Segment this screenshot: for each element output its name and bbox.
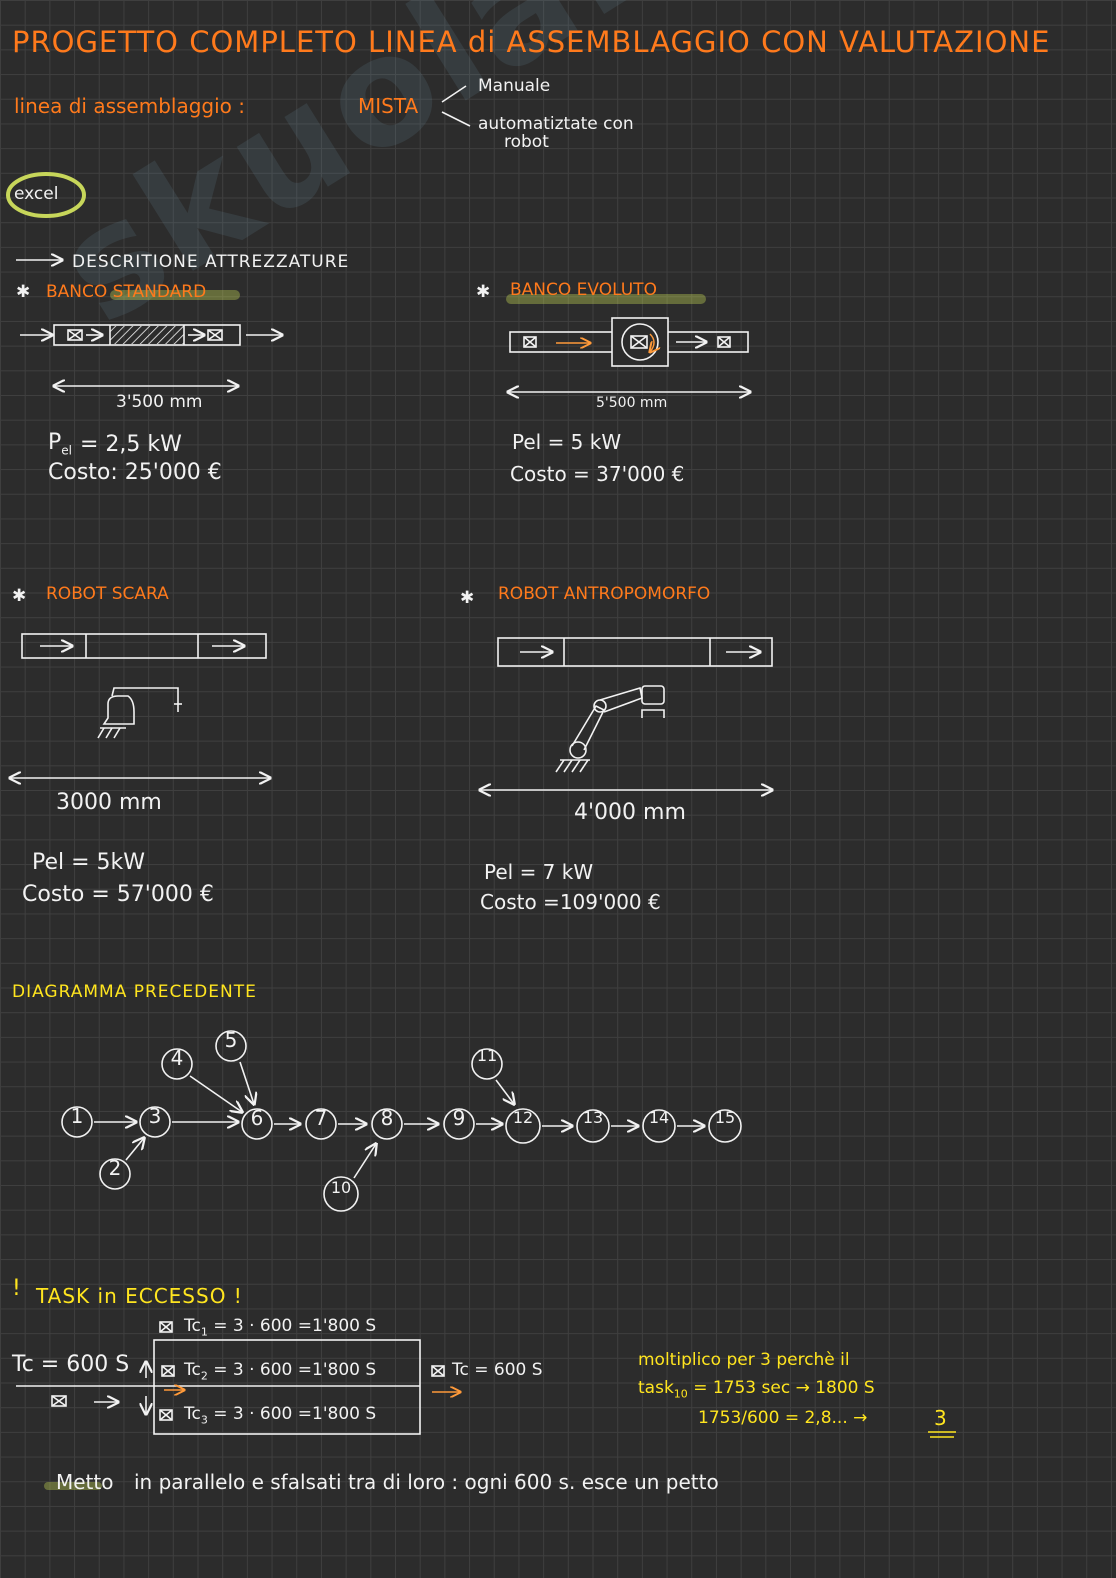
banco-standard-cost: Costo: 25'000 € — [48, 460, 222, 485]
diagram-node-8: 8 — [380, 1106, 394, 1130]
robot-scara-power: Pel = 5kW — [32, 850, 146, 875]
diagram-node-13: 13 — [582, 1108, 604, 1127]
tc-row-2: Tc2 = 3 · 600 =1'800 S — [184, 1360, 377, 1383]
note-line-2: task10 = 1753 sec → 1800 S — [638, 1378, 875, 1401]
branch-auto-robot: robot — [504, 132, 549, 152]
highlight-metto — [44, 1482, 102, 1490]
robot-scara-cost: Costo = 57'000 € — [22, 882, 214, 907]
branch-manual: Manuale — [478, 76, 551, 96]
line-type: MISTA — [358, 94, 419, 118]
tc-out: Tc = 600 S — [452, 1360, 543, 1380]
diagram-node-6: 6 — [250, 1106, 264, 1130]
diagram-node-1: 1 — [70, 1104, 84, 1128]
banco-evoluto-length: 5'500 mm — [596, 395, 668, 411]
footer-sentence: in parallelo e sfalsati tra di loro : og… — [134, 1470, 719, 1494]
banco-standard-length: 3'500 mm — [116, 392, 203, 412]
diagram-node-7: 7 — [314, 1106, 328, 1130]
robot-antropomorfo-length: 4'000 mm — [574, 800, 686, 825]
note-line-1: moltiplico per 3 perchè il — [638, 1350, 850, 1370]
highlight-banco-evoluto — [506, 294, 706, 304]
diagram-node-2: 2 — [108, 1156, 122, 1180]
asterisk-icon: ✱ — [476, 282, 491, 302]
diagram-node-10: 10 — [330, 1178, 352, 1197]
asterisk-icon: ✱ — [16, 282, 31, 302]
branch-auto: automatiztate con — [478, 114, 634, 134]
note-line-3: 1753/600 = 2,8... → — [698, 1408, 868, 1428]
banco-evoluto-title: BANCO EVOLUTO — [510, 280, 657, 300]
banco-evoluto-cost: Costo = 37'000 € — [510, 462, 685, 486]
robot-antropomorfo-cost: Costo =109'000 € — [480, 890, 661, 914]
robot-scara-title: ROBOT SCARA — [46, 584, 169, 604]
footer-word-metto: Metto — [56, 1470, 114, 1494]
robot-scara-length: 3000 mm — [56, 790, 162, 815]
banco-standard-power-label: Pel — [48, 430, 72, 458]
excess-bang-icon: ! — [12, 1276, 21, 1301]
excel-badge: excel — [14, 184, 59, 204]
diagram-node-3: 3 — [148, 1104, 162, 1128]
tc-main: Tc = 600 S — [12, 1352, 130, 1377]
line-label: linea di assemblaggio : — [14, 94, 245, 118]
tc-row-3: Tc3 = 3 · 600 =1'800 S — [184, 1404, 377, 1427]
banco-standard-title: BANCO STANDARD — [46, 282, 207, 302]
diagram-node-5: 5 — [224, 1028, 238, 1052]
robot-antropomorfo-power: Pel = 7 kW — [484, 860, 594, 884]
descr-header: DESCRITIONE ATTREZZATURE — [72, 252, 350, 272]
diagram-node-9: 9 — [452, 1106, 466, 1130]
excess-title: TASK in ECCESSO ! — [36, 1284, 243, 1308]
tc-row-1: Tc1 = 3 · 600 =1'800 S — [184, 1316, 377, 1339]
asterisk-icon: ✱ — [460, 588, 475, 608]
banco-standard-power: = 2,5 kW — [80, 432, 182, 457]
note-result: 3 — [934, 1406, 947, 1430]
asterisk-icon: ✱ — [12, 586, 27, 606]
diagram-node-14: 14 — [648, 1108, 670, 1127]
diagram-title: DIAGRAMMA PRECEDENTE — [12, 982, 257, 1002]
highlight-banco-standard — [110, 290, 240, 300]
diagram-node-12: 12 — [512, 1108, 534, 1127]
robot-antropomorfo-title: ROBOT ANTROPOMORFO — [498, 584, 711, 604]
diagram-node-4: 4 — [170, 1046, 184, 1070]
diagram-node-11: 11 — [476, 1046, 498, 1065]
page-title: PROGETTO COMPLETO LINEA di ASSEMBLAGGIO … — [12, 25, 1051, 59]
banco-evoluto-power: Pel = 5 kW — [512, 430, 622, 454]
diagram-node-15: 15 — [714, 1108, 736, 1127]
